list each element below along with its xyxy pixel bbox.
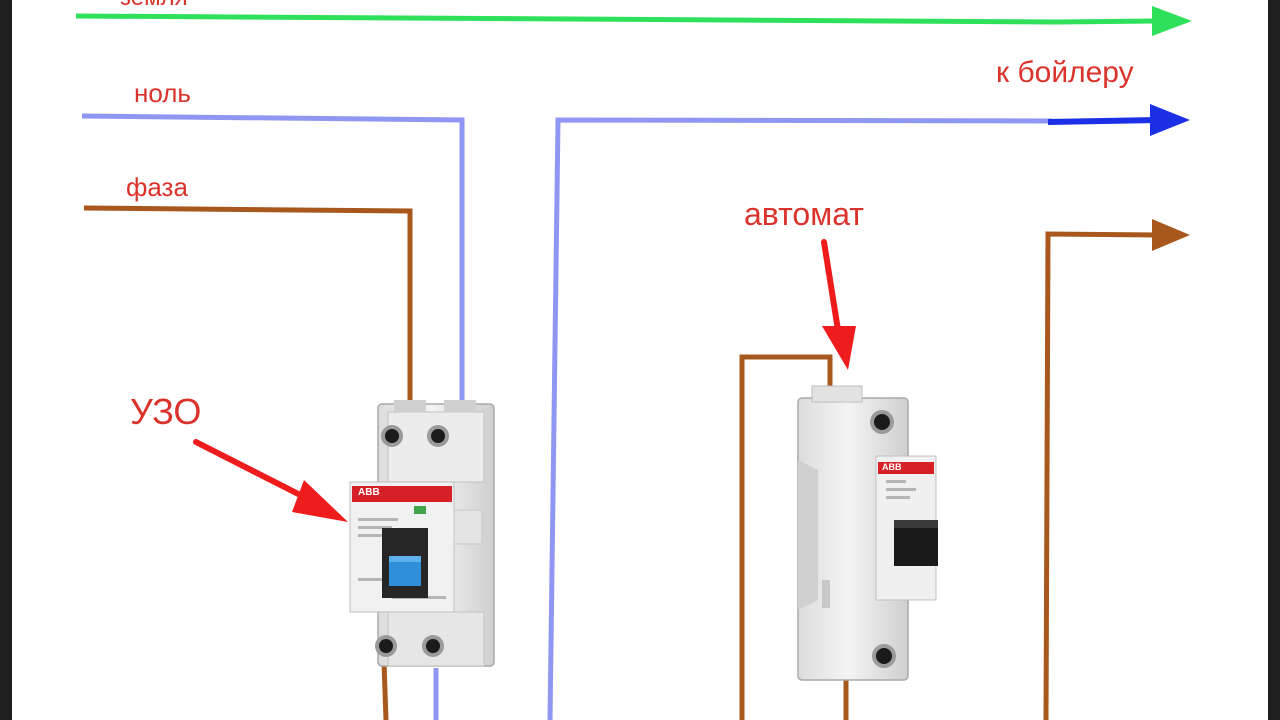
neutral-label: ноль (134, 78, 191, 108)
rcd-phase-out-wire (381, 661, 389, 720)
to-boiler-label: к бойлеру (996, 56, 1134, 89)
neutral-boiler-wire (547, 117, 1053, 720)
breaker-pointer-arrow (821, 239, 856, 370)
earth-label: земля (120, 0, 188, 10)
phase-label: фаза (126, 172, 188, 202)
breaker-phase-in-wire (739, 354, 833, 720)
breaker-brand-text: ABB (882, 462, 902, 472)
rcd-label: УЗО (130, 391, 202, 432)
rcd-brand-strip (352, 486, 452, 502)
rcd-pointer-arrow (193, 439, 348, 522)
neutral-in-wire (81, 113, 465, 402)
wiring-diagram: земля ноль фаза к бойлеру УЗО автомат AB… (12, 0, 1268, 720)
earth-wire (75, 13, 1058, 25)
neutral-boiler-tail (1047, 117, 1159, 125)
phase-arrowhead (1152, 219, 1190, 251)
breaker-device (797, 385, 938, 681)
rcd-brand-text: ABB (358, 487, 380, 498)
earth-arrowhead (1152, 6, 1192, 36)
earth-wire-tail (1056, 18, 1159, 25)
phase-boiler-wire (1043, 231, 1159, 720)
breaker-brand-strip (878, 462, 934, 474)
neutral-arrowhead (1150, 104, 1190, 136)
breaker-label: автомат (744, 196, 864, 232)
rcd-device (349, 400, 495, 667)
wiring-lines (75, 6, 1192, 720)
phase-in-wire (83, 205, 413, 402)
